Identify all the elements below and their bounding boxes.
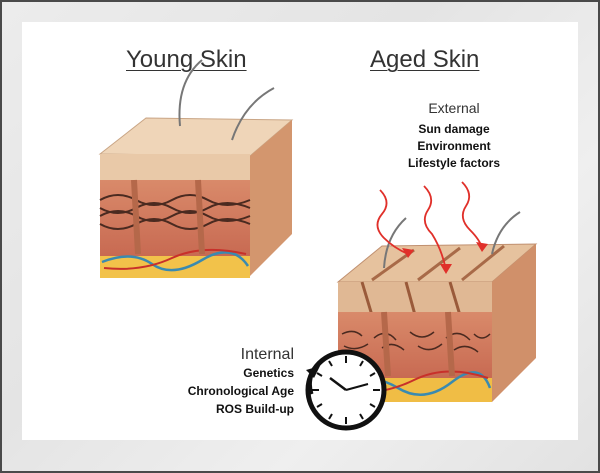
clock-icon: [306, 352, 384, 428]
diagram-card: Young Skin Aged Skin External Sun damage…: [22, 22, 578, 440]
internal-heading: Internal: [241, 346, 294, 364]
internal-factor-age: Chronological Age: [188, 384, 294, 398]
young-skin-block: [100, 60, 292, 278]
internal-factor-genetics: Genetics: [243, 366, 294, 380]
internal-factor-ros: ROS Build-up: [216, 402, 294, 416]
skin-illustration: [22, 22, 578, 440]
